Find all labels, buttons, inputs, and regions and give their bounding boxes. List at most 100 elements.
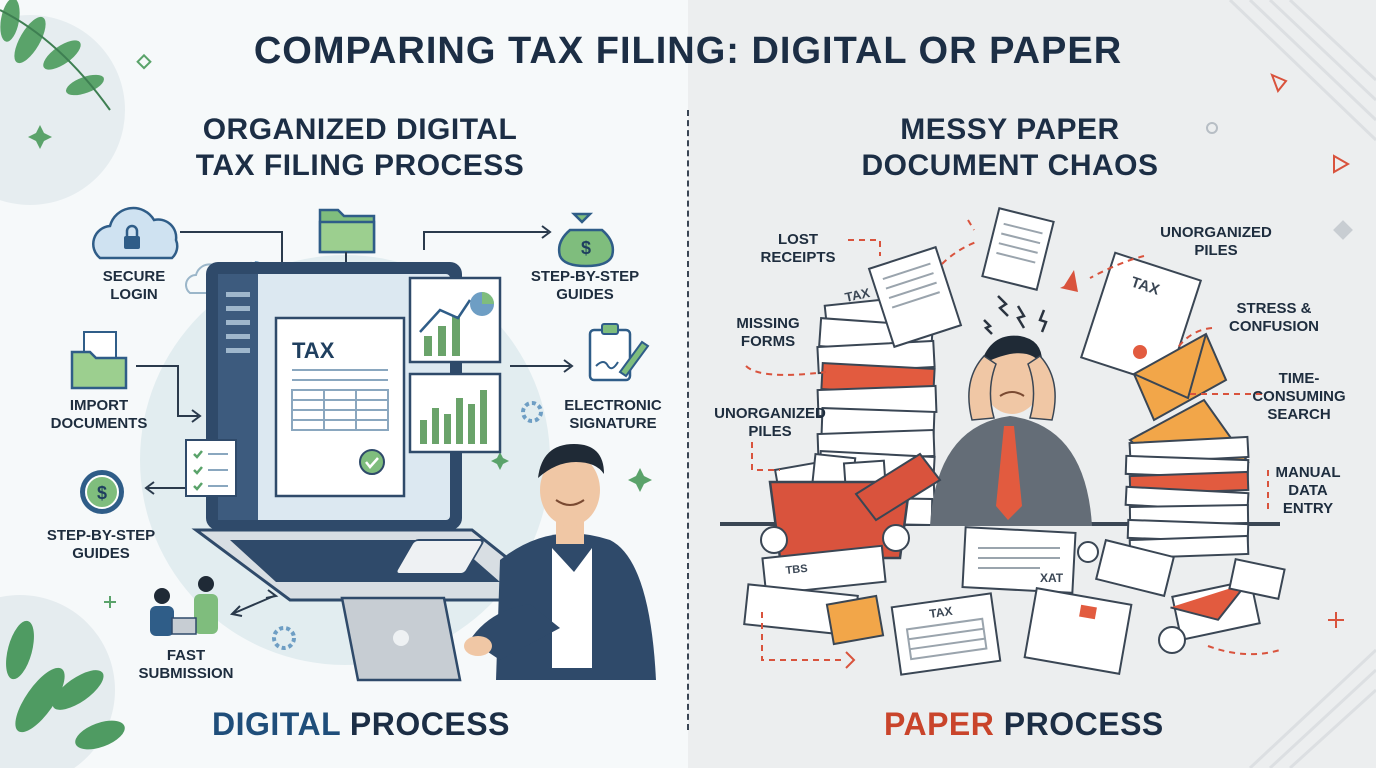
small-laptop	[340, 596, 462, 682]
sparkle-icon	[491, 452, 509, 470]
label-line: UNORGANIZED	[1160, 224, 1272, 241]
label-line: MANUAL	[1275, 464, 1341, 481]
gear-dollar-icon: $	[80, 470, 124, 514]
footer-word: PROCESS	[349, 706, 510, 742]
envelope-icon	[1170, 557, 1286, 642]
label-step-by-step-left: STEP-BY-STEP GUIDES	[36, 527, 166, 563]
receipt-icon	[981, 207, 1055, 291]
label-secure-login: SECURE LOGIN	[84, 268, 184, 304]
label-line: ELECTRONIC	[564, 397, 662, 414]
center-divider	[687, 110, 689, 730]
label-line: PILES	[748, 423, 792, 440]
digital-heading-line2: TAX FILING PROCESS	[195, 149, 525, 182]
label-line: LOGIN	[110, 286, 158, 303]
label-unorganized-piles-right: UNORGANIZED PILES	[1146, 224, 1286, 260]
label-unorganized-piles-left: UNORGANIZED PILES	[700, 405, 840, 441]
sparkle-icon	[1328, 612, 1344, 628]
diamond-icon	[1333, 220, 1353, 240]
chart-icon	[408, 276, 502, 364]
stressed-person	[930, 335, 1092, 526]
paper-heading: MESSY PAPER DOCUMENT CHAOS	[800, 112, 1220, 184]
gear-icon	[272, 626, 296, 650]
clipboard-pen-icon	[588, 323, 650, 382]
paper-heading-line2: DOCUMENT CHAOS	[861, 149, 1159, 182]
crumpled-paper-icon	[882, 524, 910, 552]
leaf-icon	[0, 0, 111, 111]
decor-stripes	[1228, 0, 1376, 768]
label-line: CONFUSION	[1229, 318, 1319, 335]
diamond-icon	[136, 53, 152, 70]
label-line: FAST	[166, 647, 206, 664]
cloud-lock-icon	[92, 206, 179, 260]
leaf-icon	[6, 620, 125, 750]
svg-text:$: $	[97, 483, 107, 503]
label-line: CONSUMING	[1252, 388, 1346, 405]
label-line: STEP-BY-STEP	[530, 268, 640, 285]
label-line: SECURE	[102, 268, 166, 285]
folder-documents-icon	[70, 331, 128, 390]
businessman	[464, 444, 656, 680]
screen-tax-label: TAX	[292, 338, 335, 363]
crumpled-paper-icon	[760, 526, 788, 554]
footer-word: PROCESS	[1003, 706, 1164, 742]
label-import-documents: IMPORT DOCUMENTS	[44, 397, 154, 433]
label-line: STRESS &	[1236, 300, 1312, 317]
label-line: MISSING	[736, 315, 800, 332]
tax-document: TAX	[1079, 251, 1203, 387]
label-line: DATA	[1288, 482, 1328, 499]
label-missing-forms: MISSING FORMS	[720, 315, 816, 351]
svg-text:$: $	[581, 238, 591, 258]
label-line: ENTRY	[1282, 500, 1334, 517]
label-manual-data-entry: MANUAL DATA ENTRY	[1258, 464, 1358, 518]
label-electronic-signature: ELECTRONIC SIGNATURE	[548, 397, 678, 433]
page-title: COMPARING TAX FILING: DIGITAL OR PAPER	[253, 30, 1123, 72]
sparkle-icon	[628, 468, 652, 492]
label-line: FORMS	[740, 333, 796, 350]
money-bag-icon: $	[557, 212, 615, 268]
gear-icon	[521, 401, 543, 423]
label-line: IMPORT	[69, 397, 129, 414]
paper-stack	[1124, 435, 1250, 560]
label-line: GUIDES	[72, 545, 130, 562]
triangle-icon	[1270, 73, 1288, 93]
label-time-consuming-search: TIME- CONSUMING SEARCH	[1244, 370, 1354, 424]
digital-heading-line1: ORGANIZED DIGITAL	[202, 113, 518, 146]
label-line: GUIDES	[556, 286, 614, 303]
label-line: STEP-BY-STEP	[46, 527, 156, 544]
stress-marks	[983, 295, 1048, 335]
crumpled-paper-icon	[1077, 541, 1099, 563]
triangle-icon	[1333, 154, 1351, 174]
label-lost-receipts: LOST RECEIPTS	[748, 231, 848, 267]
footer-word: PAPER	[884, 706, 995, 742]
label-line: UNORGANIZED	[714, 405, 826, 422]
tax-form-screen: TAX	[274, 316, 406, 498]
sparkle-icon	[104, 596, 116, 608]
paper-tbs-text: TBS	[785, 563, 808, 577]
label-line: SIGNATURE	[569, 415, 657, 432]
paper-tax-text: TAX	[928, 604, 953, 621]
label-line: PILES	[1194, 242, 1238, 259]
decor-dot	[1206, 122, 1218, 134]
paper-tax-text: TAX	[844, 285, 872, 305]
team-people	[150, 576, 218, 636]
paper-xat-text: XAT	[1040, 571, 1064, 585]
digital-heading: ORGANIZED DIGITAL TAX FILING PROCESS	[150, 112, 570, 184]
checklist-icon	[185, 439, 237, 497]
arrow-icon	[845, 651, 856, 669]
paper-heading-line1: MESSY PAPER	[900, 113, 1120, 146]
label-line: TIME-	[1278, 370, 1320, 387]
label-line: RECEIPTS	[760, 249, 836, 266]
label-fast-submission: FAST SUBMISSION	[126, 647, 246, 683]
label-line: DOCUMENTS	[50, 415, 148, 432]
envelope-icon	[1132, 332, 1228, 422]
footer-word: DIGITAL	[212, 706, 341, 742]
chart-icon	[408, 372, 502, 454]
flow-arrows	[136, 225, 574, 617]
checkmark-icon	[359, 449, 385, 475]
receipt-icon	[867, 245, 963, 349]
arrow-icon	[1060, 270, 1078, 292]
desk-papers: XAT TBS TAX	[743, 526, 1176, 676]
decor-circle	[0, 15, 125, 205]
label-line: SEARCH	[1267, 406, 1331, 423]
